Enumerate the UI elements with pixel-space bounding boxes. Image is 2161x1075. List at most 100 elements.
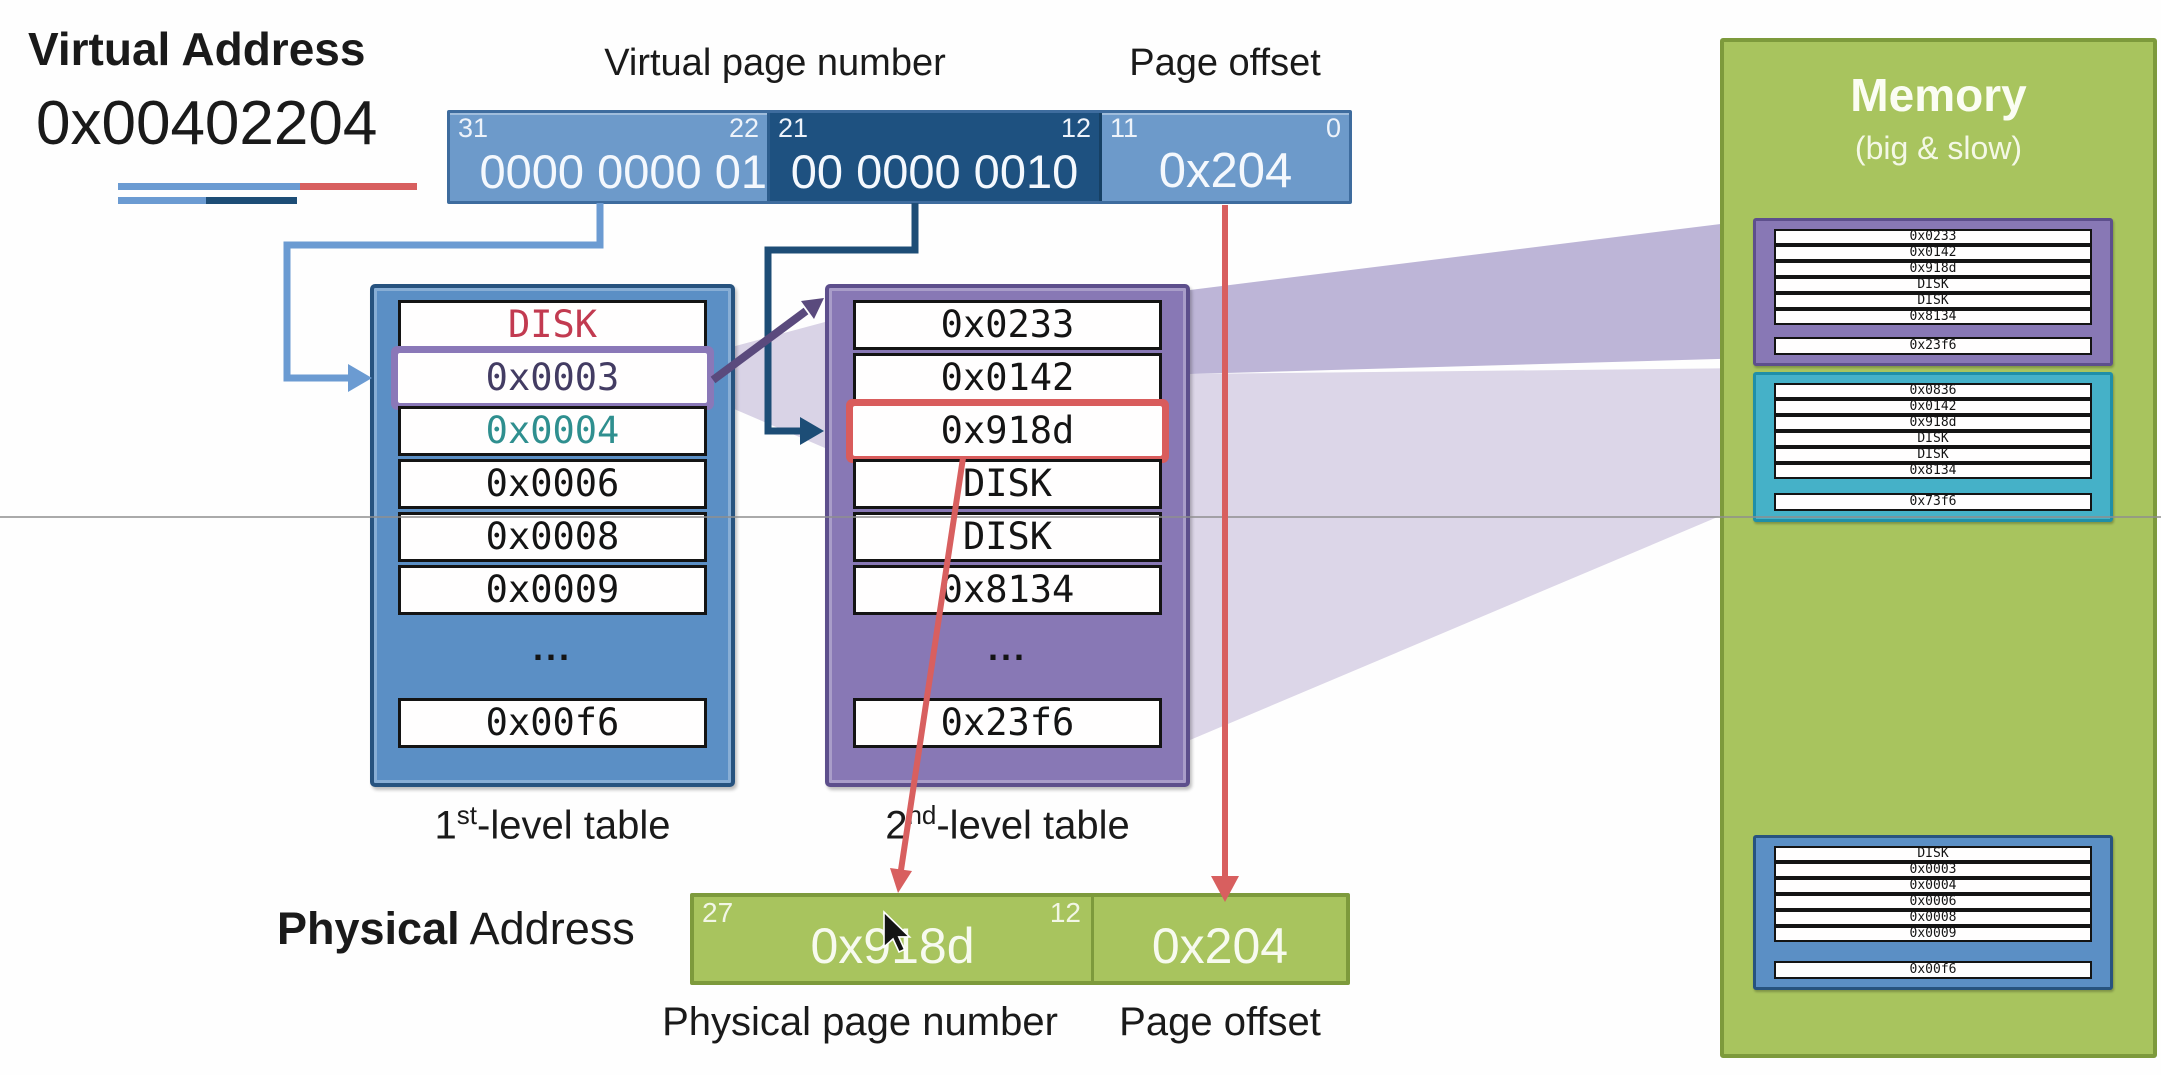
virtual-address-bitfield: 31 22 0000 0000 01 21 12 00 0000 0010 11… [447, 110, 1352, 204]
bit-index: 0 [1325, 113, 1341, 143]
arrow-entry-to-table2 [710, 307, 809, 384]
physical-page-number-label: Physical page number [662, 1000, 1058, 1044]
memory-title: Memory [1850, 69, 2027, 121]
bitfield-value: 00 0000 0010 [790, 145, 1079, 198]
memory-mini-cell: 0x918d [1774, 261, 2092, 277]
virtual-address-title: Virtual Address [28, 23, 366, 75]
bit-index: 21 [778, 113, 809, 143]
memory-mini-last-cell: 0x00f6 [1774, 961, 2092, 979]
mouse-cursor[interactable] [883, 910, 912, 954]
memory-mini-cell: 0x0006 [1774, 894, 2092, 910]
bit-index: 12 [1049, 897, 1081, 928]
table1-caption: 1st-level table [370, 800, 735, 848]
memory-mini-cell: DISK [1774, 431, 2092, 447]
bit-index: 31 [458, 113, 489, 143]
table1-ellipsis: ... [532, 627, 572, 668]
bitfield-segment-offset: 11 0 0x204 [1102, 113, 1349, 201]
bit-index: 11 [1110, 113, 1139, 143]
memory-mini-last-cell: 0x73f6 [1774, 493, 2092, 511]
bitfield-value: 0x204 [1158, 144, 1293, 198]
table2-last-cell: 0x23f6 [853, 698, 1162, 748]
bitfield-segment-vpn2: 21 12 00 0000 0010 [770, 113, 1102, 201]
page-offset-label: Page offset [1129, 42, 1321, 84]
bit-index: 12 [1060, 113, 1091, 143]
table1-cell: 0x0003 [398, 353, 707, 403]
table1-cell: 0x0006 [398, 459, 707, 509]
physical-word: Physical [277, 903, 460, 954]
table1-last-cell: 0x00f6 [398, 698, 707, 748]
arrowhead [800, 417, 824, 445]
memory-mini-cell: DISK [1774, 846, 2092, 862]
caption-number: 2 [885, 803, 908, 848]
memory-mini-cell: DISK [1774, 293, 2092, 309]
arrowhead [890, 868, 912, 893]
bitfield-value: 0000 0000 01 [479, 145, 767, 198]
underline-offset-red [300, 183, 417, 190]
memory-mini-cell: 0x0008 [1774, 910, 2092, 926]
physical-address-title: Physical Address [277, 903, 635, 955]
caption-text: -level table [936, 803, 1130, 848]
table1-cell: 0x0009 [398, 565, 707, 615]
physical-address-bitfield: 27 12 0x918d 0x204 [690, 893, 1350, 985]
memory-mini-cell: DISK [1774, 447, 2092, 463]
table2-cell: 0x918d [853, 406, 1162, 456]
underline-vpn1-blue [118, 183, 300, 190]
memory-subtitle: (big & slow) [1854, 130, 2023, 166]
arrowhead [348, 364, 372, 392]
arrow-ppn-to-physical [898, 457, 966, 871]
caption-text: -level table [477, 803, 671, 848]
page-offset-bottom-label: Page offset [1119, 1000, 1321, 1044]
arrowhead [801, 298, 824, 319]
physical-offset-segment: 0x204 [1094, 897, 1346, 981]
table2-cell: DISK [853, 512, 1162, 562]
underline-vpn1-lightblue [118, 197, 206, 204]
caption-number: 1 [434, 803, 457, 848]
physical-ppn-segment: 27 12 0x918d [694, 897, 1094, 981]
table2-caption: 2nd-level table [825, 800, 1190, 848]
table2-cell: 0x0233 [853, 300, 1162, 350]
table1-cell: 0x0004 [398, 406, 707, 456]
memory-mini-cell: 0x0142 [1774, 399, 2092, 415]
bit-index: 22 [728, 113, 759, 143]
memory-mini-cell: DISK [1774, 277, 2092, 293]
arrow-vpn1-to-table1 [283, 203, 604, 382]
beam-table2-to-memory-purple [1190, 220, 1753, 374]
memory-mini-cell: 0x8134 [1774, 463, 2092, 479]
memory-mini-cell: 0x0142 [1774, 245, 2092, 261]
memory-mini-cell: 0x8134 [1774, 309, 2092, 325]
memory-mini-cell: 0x0004 [1774, 878, 2092, 894]
physical-offset-value: 0x204 [1151, 918, 1289, 974]
bitfield-segment-vpn1: 31 22 0000 0000 01 [450, 113, 770, 201]
virtual-address-value: 0x00402204 [36, 89, 378, 158]
table2-cell: DISK [853, 459, 1162, 509]
table2-ellipsis: ... [987, 627, 1027, 668]
table2-cell: 0x8134 [853, 565, 1162, 615]
memory-mini-cell: 0x0836 [1774, 383, 2092, 399]
table2-cell: 0x0142 [853, 353, 1162, 403]
beam-to-memory-teal [1190, 368, 1753, 740]
memory-mini-last-cell: 0x23f6 [1774, 337, 2092, 355]
address-word: Address [459, 903, 635, 954]
memory-mini-cell: 0x0009 [1774, 926, 2092, 942]
virtual-page-number-label: Virtual page number [604, 42, 946, 84]
underline-vpn2-darkblue [206, 197, 297, 204]
table1-cell: DISK [398, 300, 707, 350]
memory-mini-cell: 0x0233 [1774, 229, 2092, 245]
arrowhead [1211, 876, 1239, 902]
bit-index: 27 [702, 897, 734, 928]
